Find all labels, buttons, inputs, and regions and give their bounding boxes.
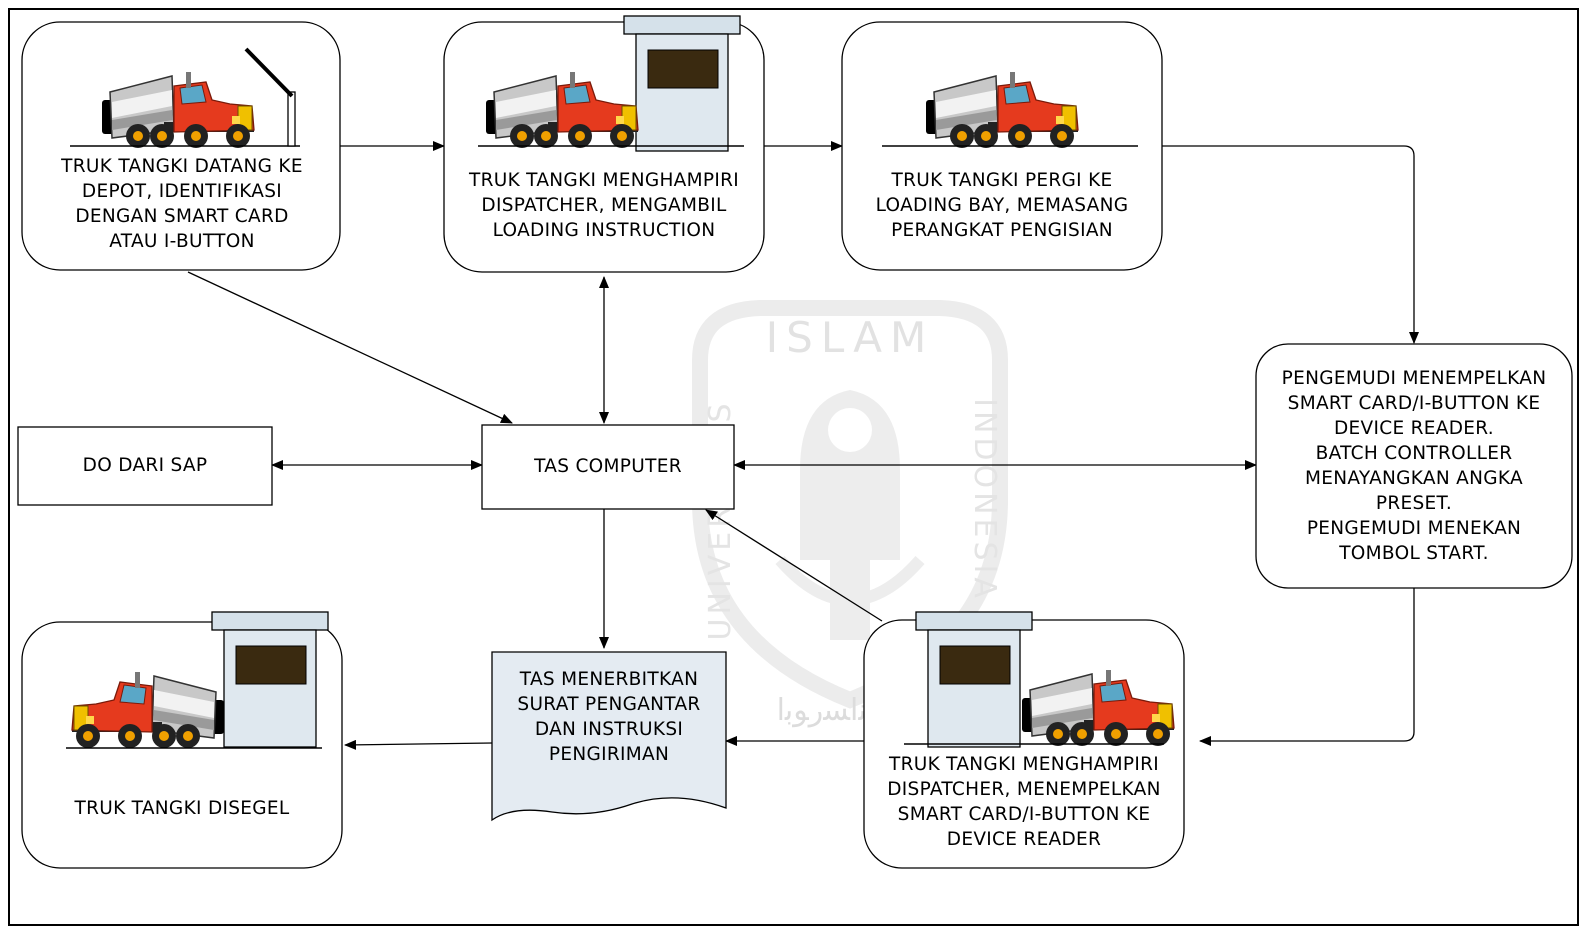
node-device-reader	[1255, 343, 1573, 589]
node-do-sap	[17, 426, 273, 506]
dispatcher-return-label: TRUK TANGKI MENGHAMPIRI DISPATCHER, MENE…	[887, 754, 1161, 850]
edge-dispatcher-return-to-tas-computer	[705, 509, 883, 622]
dispatcher-label: TRUK TANGKI MENGHAMPIRI DISPATCHER, MENG…	[468, 170, 740, 241]
sealed-illustration	[66, 611, 329, 749]
edges	[187, 141, 1419, 750]
edge-loading-bay-to-device-reader	[1162, 145, 1419, 344]
tas-computer-label: TAS COMPUTER	[534, 456, 682, 477]
sealed-label: TRUK TANGKI DISEGEL	[74, 798, 290, 819]
edge-arrive-to-tas-computer	[187, 271, 513, 424]
arrive-illustration	[70, 47, 300, 149]
node-tas-document	[491, 651, 727, 822]
loading-bay-label: TRUK TANGKI PERGI KE LOADING BAY, MEMASA…	[875, 170, 1129, 241]
dispatcher-return-illustration	[904, 611, 1175, 748]
barrier-post-icon	[287, 91, 296, 147]
watermark-top-text: ISLAM	[766, 313, 934, 362]
dispatcher-illustration	[478, 15, 744, 152]
diagram-frame	[8, 8, 1579, 926]
tas-document-label: TAS MENERBITKAN SURAT PENGANTAR DAN INST…	[517, 669, 701, 765]
barrier-gate-icon	[244, 47, 294, 98]
do-sap-label: DO DARI SAP	[82, 455, 208, 476]
arrive-label: TRUK TANGKI DATANG KE DEPOT, IDENTIFIKAS…	[61, 156, 303, 252]
device-reader-label: PENGEMUDI MENEMPELKAN SMART CARD/I-BUTTO…	[1281, 368, 1547, 564]
watermark-right-text: INDONESIA	[967, 398, 1002, 602]
node-tas-computer	[481, 424, 735, 510]
edge-document-to-sealed	[344, 739, 493, 750]
edge-device-reader-to-dispatcher-return	[1199, 588, 1415, 746]
loading-bay-illustration	[882, 71, 1138, 149]
